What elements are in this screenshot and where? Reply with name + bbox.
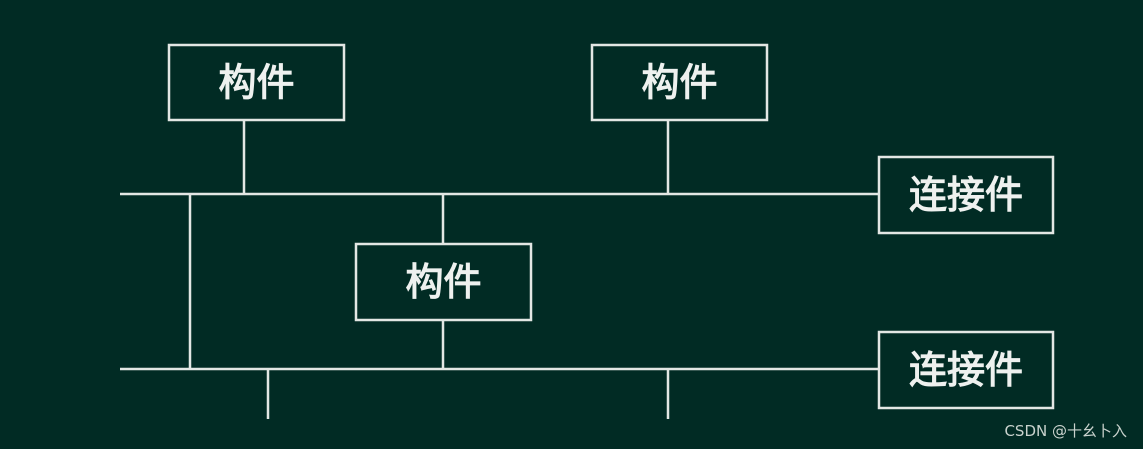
- component-label: 构件: [641, 61, 717, 105]
- connector-box-bottom: 连接件: [877, 330, 1055, 410]
- watermark-text: CSDN @十幺卜入: [1004, 422, 1127, 440]
- connector-label: 连接件: [909, 348, 1023, 392]
- component-label: 构件: [405, 260, 481, 304]
- component-box-middle: 构件: [354, 242, 533, 322]
- connector-label: 连接件: [909, 173, 1023, 217]
- connector-box-top: 连接件: [877, 155, 1055, 235]
- component-label: 构件: [218, 61, 294, 105]
- component-box-top-left: 构件: [167, 43, 346, 122]
- component-box-top-right: 构件: [590, 43, 769, 122]
